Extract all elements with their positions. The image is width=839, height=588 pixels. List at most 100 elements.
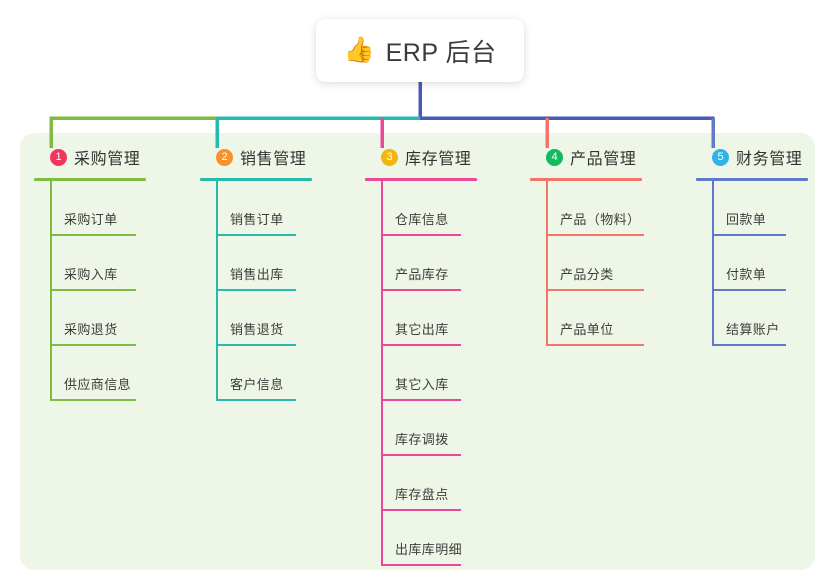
leaf-item[interactable]: 供应商信息 xyxy=(34,346,146,401)
leaf-item[interactable]: 库存盘点 xyxy=(365,456,477,511)
leaf-item[interactable]: 采购入库 xyxy=(34,236,146,291)
leaf-item[interactable]: 产品单位 xyxy=(530,291,644,346)
leaf-connector xyxy=(381,511,383,566)
leaf-item-label: 回款单 xyxy=(726,212,767,227)
leaf-item[interactable]: 仓库信息 xyxy=(365,181,477,236)
root-node[interactable]: 👍 ERP 后台 xyxy=(316,19,524,82)
leaf-item[interactable]: 其它入库 xyxy=(365,346,477,401)
leaf-item-underline xyxy=(216,289,296,291)
leaf-item-label: 产品库存 xyxy=(395,267,449,282)
leaf-item-underline xyxy=(381,509,461,511)
leaf-item-label: 采购退货 xyxy=(64,322,118,337)
leaf-item-underline xyxy=(216,234,296,236)
leaf-connector xyxy=(381,291,383,346)
leaf-item-underline xyxy=(216,344,296,346)
leaf-item[interactable]: 其它出库 xyxy=(365,291,477,346)
leaf-item-label: 仓库信息 xyxy=(395,212,449,227)
leaf-item-label: 销售出库 xyxy=(230,267,284,282)
leaf-item-underline xyxy=(381,564,461,566)
leaf-item[interactable]: 采购退货 xyxy=(34,291,146,346)
category-badge-3: 3 xyxy=(381,148,398,166)
leaf-item-underline xyxy=(50,344,136,346)
leaf-item-underline xyxy=(546,344,644,346)
leaf-item-underline xyxy=(381,234,461,236)
leaf-connector xyxy=(50,291,52,346)
leaf-item[interactable]: 产品分类 xyxy=(530,236,644,291)
leaf-item[interactable]: 回款单 xyxy=(696,181,808,236)
leaf-connector xyxy=(50,236,52,291)
leaf-item-label: 其它出库 xyxy=(395,322,449,337)
category-header-5[interactable]: 5 财务管理 xyxy=(696,144,808,170)
leaf-item[interactable]: 结算账户 xyxy=(696,291,808,346)
leaf-item[interactable]: 销售出库 xyxy=(200,236,312,291)
leaf-connector xyxy=(381,346,383,401)
leaf-item-label: 客户信息 xyxy=(230,377,284,392)
leaf-item[interactable]: 采购订单 xyxy=(34,181,146,236)
leaf-item-underline xyxy=(50,234,136,236)
leaf-item-label: 产品单位 xyxy=(560,322,614,337)
leaf-item[interactable]: 付款单 xyxy=(696,236,808,291)
category-underline-1 xyxy=(34,178,146,181)
leaf-connector xyxy=(546,181,548,236)
leaf-item[interactable]: 销售退货 xyxy=(200,291,312,346)
leaf-connector xyxy=(50,181,52,236)
category-column-5: 5 财务管理回款单付款单结算账户 xyxy=(696,144,808,346)
category-header-3[interactable]: 3 库存管理 xyxy=(365,144,477,170)
leaf-item-label: 采购订单 xyxy=(64,212,118,227)
leaf-connector xyxy=(546,236,548,291)
leaf-item-underline xyxy=(712,344,786,346)
leaf-connector xyxy=(216,291,218,346)
leaf-connector xyxy=(50,346,52,401)
leaf-item-underline xyxy=(50,289,136,291)
category-header-2[interactable]: 2 销售管理 xyxy=(200,144,312,170)
leaf-item[interactable]: 客户信息 xyxy=(200,346,312,401)
leaf-item[interactable]: 库存调拨 xyxy=(365,401,477,456)
leaf-item-label: 销售订单 xyxy=(230,212,284,227)
category-underline-2 xyxy=(200,178,312,181)
category-title-5: 财务管理 xyxy=(736,151,803,168)
leaf-item-underline xyxy=(381,344,461,346)
leaf-item-label: 库存盘点 xyxy=(395,487,449,502)
leaf-item-underline xyxy=(712,234,786,236)
leaf-connector xyxy=(712,236,714,291)
leaf-item-underline xyxy=(381,399,461,401)
leaf-connector xyxy=(381,456,383,511)
category-underline-5 xyxy=(696,178,808,181)
leaf-connector xyxy=(712,181,714,236)
leaf-connector xyxy=(381,181,383,236)
leaf-item-label: 出库库明细 xyxy=(395,542,463,557)
leaf-item[interactable]: 出库库明细 xyxy=(365,511,477,566)
diagram-panel xyxy=(20,133,815,570)
leaf-item-label: 结算账户 xyxy=(726,322,780,337)
leaf-item[interactable]: 销售订单 xyxy=(200,181,312,236)
leaf-item-label: 供应商信息 xyxy=(64,377,132,392)
category-badge-5: 5 xyxy=(712,148,729,166)
category-title-2: 销售管理 xyxy=(240,151,307,168)
leaf-item-label: 产品分类 xyxy=(560,267,614,282)
leaf-item-label: 其它入库 xyxy=(395,377,449,392)
leaf-item[interactable]: 产品库存 xyxy=(365,236,477,291)
leaf-connector xyxy=(216,346,218,401)
category-underline-4 xyxy=(530,178,642,181)
leaf-item[interactable]: 产品（物料） xyxy=(530,181,644,236)
leaf-item-underline xyxy=(546,289,644,291)
leaf-connector xyxy=(381,236,383,291)
leaf-connector xyxy=(712,291,714,346)
leaf-item-underline xyxy=(50,399,136,401)
category-title-3: 库存管理 xyxy=(405,151,472,168)
leaf-item-underline xyxy=(216,399,296,401)
leaf-connector xyxy=(216,236,218,291)
thumbs-up-icon: 👍 xyxy=(343,36,375,64)
leaf-connector xyxy=(546,291,548,346)
category-underline-3 xyxy=(365,178,477,181)
leaf-item-underline xyxy=(381,289,461,291)
leaf-item-label: 付款单 xyxy=(726,267,767,282)
category-badge-2: 2 xyxy=(216,148,233,166)
category-title-4: 产品管理 xyxy=(570,151,637,168)
leaf-connector xyxy=(216,181,218,236)
leaf-item-label: 库存调拨 xyxy=(395,432,449,447)
